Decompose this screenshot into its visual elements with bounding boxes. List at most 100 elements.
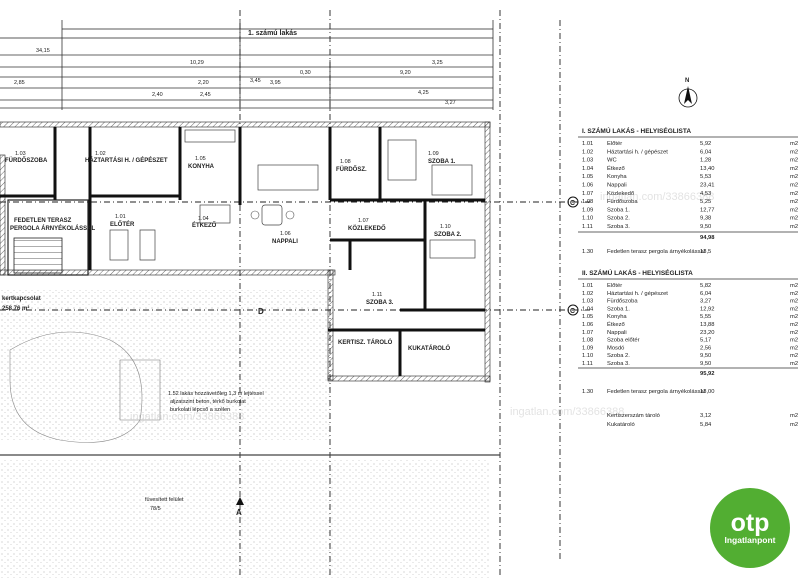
room-label: KÖZLEKEDŐ [348,225,386,232]
schedule-cell-name: Háztartási h. / gépészet [607,291,668,297]
section-c-marker: C [570,200,575,207]
room-number: 1.11 [372,292,382,298]
schedule-extra-name: Kertiszerszám tároló [607,413,660,419]
room-label: SZOBA 2. [434,232,462,238]
schedule-cell-no: 1.09 [582,207,593,213]
dim-label: 2,45 [200,92,211,98]
schedule-cell-area: 5,25 [700,199,711,205]
section-d-marker-left: D [258,307,264,316]
dim-label: 10,29 [190,60,204,66]
schedule-cell-no: 1.05 [582,174,593,180]
dim-label: 3,27 [445,100,456,106]
watermarks: ingatlan.com/33866388 ingatlan.com/33866… [130,191,714,423]
schedule-cell-unit: m2 [790,306,798,312]
room-number: 1.02 [95,151,106,157]
schedule-extra-name: Kukatároló [607,422,635,428]
schedule-cell-name: Szoba 2. [607,216,630,222]
schedule-cell-no: 1.07 [582,191,593,197]
dim-label: 0,30 [300,70,311,76]
dim-label: 3,45 [250,78,261,84]
schedule-cell-name: Nappali [607,330,627,336]
room-label: ELŐTÉR [110,220,135,228]
schedule-cell-name: WC [607,158,617,164]
schedule-cell-name: Fürdőszoba [607,299,638,305]
schedule-cell-name: Szoba 2. [607,353,630,359]
schedule-cell-area: 6,04 [700,291,712,297]
paving-note: aljzatszint beton, térkő burkolat [170,399,246,405]
schedule-cell-unit: m2 [790,338,798,344]
room-number: 1.08 [340,159,351,165]
schedule-cell-no: 1.08 [582,338,593,344]
schedule-cell-name: Nappali [607,183,627,189]
schedule-cell-no: 1.09 [582,345,593,351]
schedule-cell-area: 2,56 [700,345,711,351]
schedule-cell-area: 3,27 [700,299,711,305]
schedule-cell-unit: m2 [790,199,798,205]
schedule-cell-area: 12,77 [700,207,715,213]
dim-label: 34,15 [36,48,50,54]
paving-note: burkolati lépcső a szélen [170,407,230,413]
schedule-cell-no: 1.01 [582,141,593,147]
schedule-cell-unit: m2 [790,299,798,305]
room-label: SZOBA 1. [428,159,456,165]
room-labels: 1.03 FÜRDŐSZOBA 1.02 HÁZTARTÁSI H. / GÉP… [5,151,462,352]
schedule-terrace-area: 13,00 [700,389,715,395]
garden-area-value: 258,76 m² [2,305,29,312]
schedule-cell-no: 1.04 [582,166,594,172]
schedule-cell-area: 6,04 [700,149,712,155]
garden-label: kertkapcsolat [2,296,41,302]
schedule-cell-name: Előtér [607,283,622,289]
schedule-cell-no: 1.03 [582,299,593,305]
schedule-cell-no: 1.05 [582,314,593,320]
schedule-cell-unit: m2 [790,330,798,336]
lawn-label: füvesített felület [145,497,184,503]
room-number: 1.10 [440,224,451,230]
room-label: HÁZTARTÁSI H. / GÉPÉSZET [85,156,168,164]
schedule-cell-name: Közlekedő [607,191,634,197]
schedule-cell-unit: m2 [790,361,798,367]
schedule-cell-name: Szoba előtér [607,338,640,344]
schedule-cell-name: Szoba 3. [607,224,630,230]
room-number: 1.03 [15,151,26,157]
schedule-extra-unit: m2 [790,422,798,428]
room-number: 1.05 [195,156,206,162]
schedule-cell-name: Konyha [607,314,627,320]
schedule-cell-area: 9,50 [700,224,711,230]
schedule-cell-area: 4,53 [700,191,711,197]
room-number: 1.04 [198,216,209,222]
schedule-cell-unit: m2 [790,345,798,351]
interior-walls [0,127,485,376]
dim-label: 9,20 [400,70,411,76]
schedule-terrace-no: 1.30 [582,249,593,255]
north-arrow-icon: N [678,78,698,108]
room-number: 1.09 [428,151,439,157]
schedule-cell-unit: m2 [790,322,798,328]
schedule-cell-no: 1.02 [582,291,593,297]
schedule-cell-unit: m2 [790,191,798,197]
schedule-terrace-no: 1.30 [582,389,593,395]
schedule-cell-no: 1.03 [582,158,593,164]
dim-label: 2,85 [14,80,25,86]
dim-label: 2,20 [198,80,209,86]
schedule-cell-area: 5,53 [700,174,711,180]
dimension-lines: 34,15 10,29 3,25 0,30 2,85 2,20 3,95 2,4… [0,20,494,110]
schedule-cell-area: 5,17 [700,338,711,344]
room-label: NAPPALI [272,239,298,245]
schedule-cell-unit: m2 [790,149,798,155]
schedule-cell-unit: m2 [790,174,798,180]
schedule-extra-area: 3,12 [700,413,711,419]
schedule-cell-area: 9,50 [700,353,711,359]
room-label: FEDETLEN TERASZ [14,218,72,224]
schedule-cell-no: 1.06 [582,183,593,189]
schedule-cell-area: 9,38 [700,216,711,222]
schedule-cell-no: 1.04 [582,306,594,312]
schedule-cell-area: 13,40 [700,166,715,172]
schedule-cell-area: 9,50 [700,361,711,367]
schedule-terrace-area: 13,5 [700,249,711,255]
schedule-extra-unit: m2 [790,413,798,419]
dim-label: 3,95 [270,80,281,86]
schedule-cell-name: Szoba 1. [607,207,630,213]
